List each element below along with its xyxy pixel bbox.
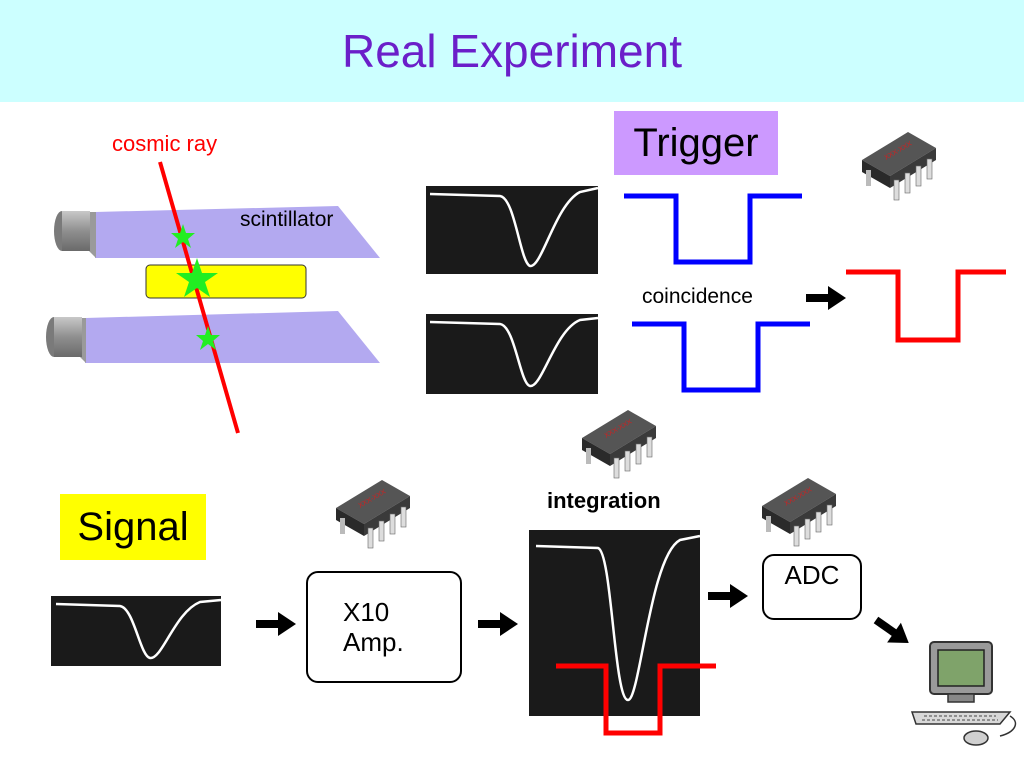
amplifier-box (306, 571, 462, 683)
arrow-right-icon (478, 612, 518, 636)
hit-star-icon (171, 224, 195, 248)
scope-trace-integration (529, 530, 716, 736)
scintillator-bottom (85, 311, 380, 363)
page-title: Real Experiment (341, 25, 683, 77)
cosmic-ray-track (158, 161, 240, 434)
amplifier-label: X10 Amp. (343, 597, 404, 657)
hit-star-icon (176, 258, 218, 297)
chip-icon (761, 477, 837, 547)
hit-star-icon (196, 326, 220, 350)
trigger-pulse-top (624, 193, 802, 265)
amplifier-name: Amp. (343, 627, 404, 657)
target-block (145, 264, 307, 299)
chip-icon (581, 409, 657, 479)
coincidence-label: coincidence (642, 285, 753, 308)
cosmic-ray-label: cosmic ray (112, 131, 218, 156)
coincidence-pulse (846, 269, 1006, 343)
scope-trace-signal (51, 596, 222, 666)
pmt-bottom (46, 317, 86, 363)
adc-box (762, 554, 862, 620)
adc-label: ADC (784, 560, 840, 590)
chip-icon (861, 131, 937, 201)
scope-trace-bottom (426, 314, 599, 394)
chip-icon (335, 479, 411, 549)
pmt-top (54, 211, 96, 258)
integration-label: integration (547, 488, 661, 513)
computer-icon (910, 641, 1017, 746)
signal-label: Signal (60, 494, 206, 560)
scintillator-top (95, 206, 380, 258)
amplifier-gain: X10 (343, 597, 390, 627)
scope-trace-top (426, 186, 599, 274)
arrow-right-icon (806, 286, 846, 310)
trigger-label: Trigger (614, 111, 778, 175)
arrow-right-icon (256, 612, 296, 636)
scintillator-label: scintillator (240, 208, 334, 231)
arrow-right-icon (708, 584, 748, 608)
arrow-down-right-icon (873, 616, 909, 643)
title-bar (0, 0, 1024, 102)
trigger-pulse-bottom (632, 321, 810, 393)
